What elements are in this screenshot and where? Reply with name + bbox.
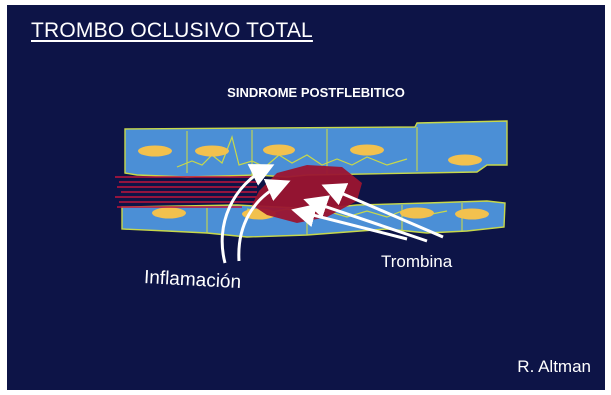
slide-title: TROMBO OCLUSIVO TOTAL: [31, 19, 313, 42]
thrombin-arrows: [291, 183, 444, 243]
vein-diagram: [115, 120, 508, 264]
slide: TROMBO OCLUSIVO TOTAL SINDROME POSTFLEBI…: [7, 5, 605, 390]
flow-lines: [115, 176, 257, 208]
inflammation-arrows: [220, 164, 291, 264]
thrombin-label: Trombina: [381, 252, 453, 271]
author-credit: R. Altman: [517, 357, 591, 376]
upper-vessel-wall: [124, 120, 508, 178]
upper-nuclei: [138, 144, 482, 166]
slide-subtitle: SINDROME POSTFLEBITICO: [227, 85, 405, 100]
